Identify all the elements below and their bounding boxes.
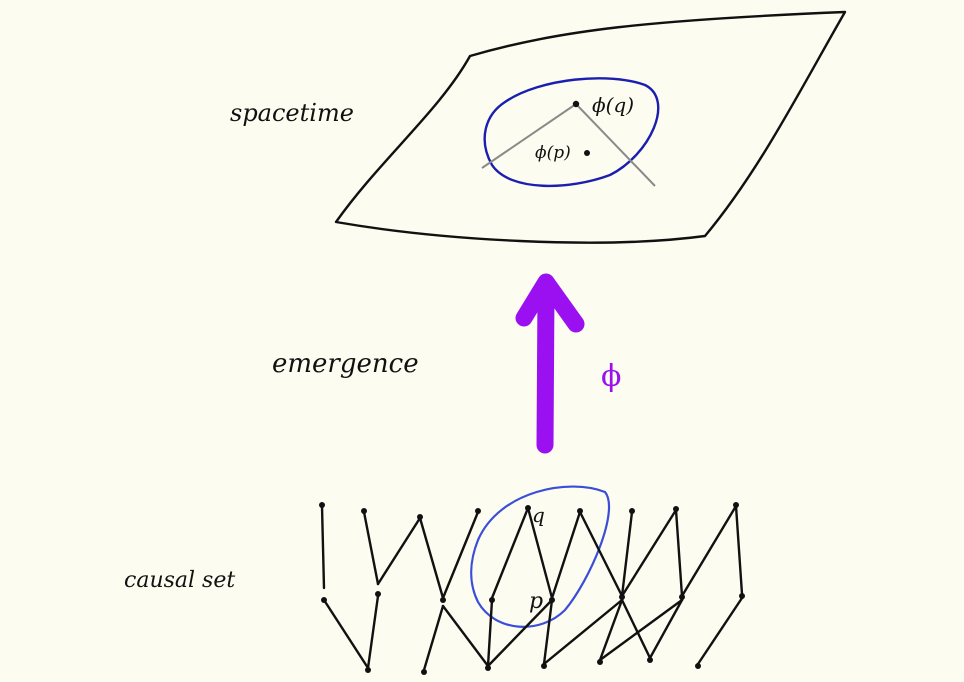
causal-node	[733, 502, 739, 508]
causal-node	[417, 514, 423, 520]
causal-set-nodes	[319, 502, 745, 675]
label-causal-set: causal set	[124, 568, 235, 593]
causal-node	[577, 508, 583, 514]
causal-node	[475, 508, 481, 514]
causal-node	[739, 593, 745, 599]
causal-node	[485, 665, 491, 671]
causal-node	[375, 591, 381, 597]
causal-node	[597, 659, 603, 665]
causal-node	[679, 594, 685, 600]
causal-node	[421, 669, 427, 675]
causal-node	[673, 506, 679, 512]
causal-node-p	[549, 597, 555, 603]
causal-node-q	[525, 505, 531, 511]
causal-set-edges	[320, 504, 744, 672]
causal-node	[319, 502, 325, 508]
label-phi-q: ϕ(q)	[592, 93, 634, 117]
causal-node	[361, 508, 367, 514]
point-phi-q	[572, 100, 580, 108]
causal-node	[541, 663, 547, 669]
label-p: p	[529, 589, 543, 614]
lightcone-left	[481, 103, 577, 169]
point-phi-p	[584, 150, 590, 156]
label-phi-p: ϕ(p)	[535, 143, 571, 163]
label-phi: ϕ	[601, 359, 621, 394]
spacetime-sheet	[334, 10, 847, 244]
causal-region	[470, 485, 611, 628]
causal-node	[629, 508, 635, 514]
emergence-arrow-head	[515, 273, 585, 333]
causal-node	[647, 657, 653, 663]
causal-node	[440, 597, 446, 603]
causal-node	[365, 667, 371, 673]
causal-node	[489, 597, 495, 603]
label-spacetime: spacetime	[230, 99, 354, 127]
lightcone-right	[575, 103, 656, 187]
causal-node	[321, 597, 327, 603]
causal-node	[619, 594, 625, 600]
label-emergence: emergence	[272, 349, 419, 379]
spacetime-region	[483, 77, 660, 188]
label-q: q	[532, 503, 545, 527]
causal-node	[695, 663, 701, 669]
emergence-arrow-shaft	[536, 281, 555, 454]
